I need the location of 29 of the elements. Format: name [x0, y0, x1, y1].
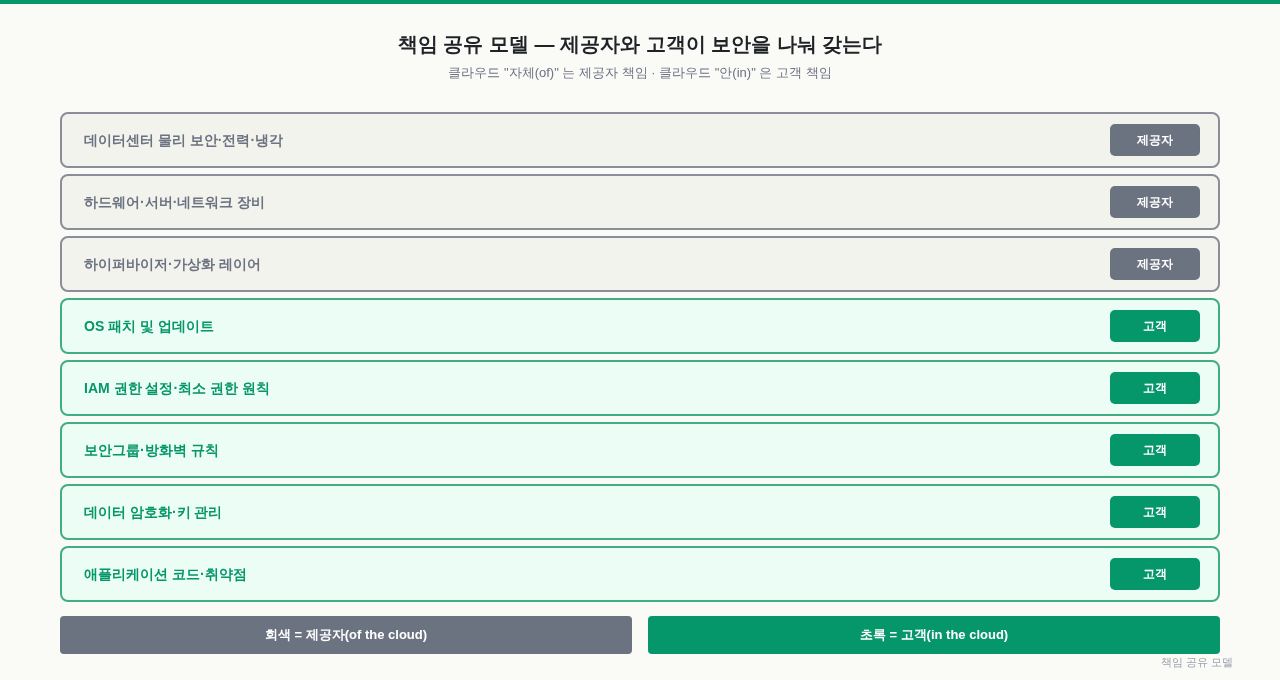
layer-label: 보안그룹·방화벽 규칙 [84, 441, 219, 460]
owner-badge: 고객 [1110, 310, 1200, 342]
layer-box [60, 546, 1220, 602]
layer-label: IAM 권한 설정·최소 권한 원칙 [84, 379, 270, 398]
legend-bar: 초록 = 고객(in the cloud) [648, 616, 1220, 654]
subtitle: 클라우드 "자체(of)" 는 제공자 책임 · 클라우드 "안(in)" 은 고객 책임 [448, 64, 832, 82]
layer-box [60, 112, 1220, 168]
layer-label: 하드웨어·서버·네트워크 장비 [84, 193, 266, 212]
layer-label: 데이터센터 물리 보안·전력·냉각 [84, 131, 284, 150]
footer-note: 책임 공유 모델 [1160, 655, 1233, 670]
owner-badge: 고객 [1110, 372, 1200, 404]
layer-label: OS 패치 및 업데이트 [84, 317, 214, 336]
title: 책임 공유 모델 — 제공자와 고객이 보안을 나눠 갖는다 [397, 32, 883, 57]
owner-badge: 제공자 [1110, 124, 1200, 156]
layer-label: 데이터 암호화·키 관리 [84, 503, 223, 522]
layer-box [60, 484, 1220, 540]
owner-badge: 제공자 [1110, 186, 1200, 218]
layer-box [60, 360, 1220, 416]
owner-badge: 고객 [1110, 434, 1200, 466]
owner-badge: 고객 [1110, 496, 1200, 528]
layer-label: 하이퍼바이저·가상화 레이어 [84, 255, 261, 274]
owner-badge: 고객 [1110, 558, 1200, 590]
layer-box [60, 236, 1220, 292]
layer-label: 애플리케이션 코드·취약점 [84, 565, 247, 584]
layer-box [60, 174, 1220, 230]
owner-badge: 제공자 [1110, 248, 1200, 280]
layer-box [60, 298, 1220, 354]
layer-box [60, 422, 1220, 478]
legend-bar: 회색 = 제공자(of the cloud) [60, 616, 632, 654]
